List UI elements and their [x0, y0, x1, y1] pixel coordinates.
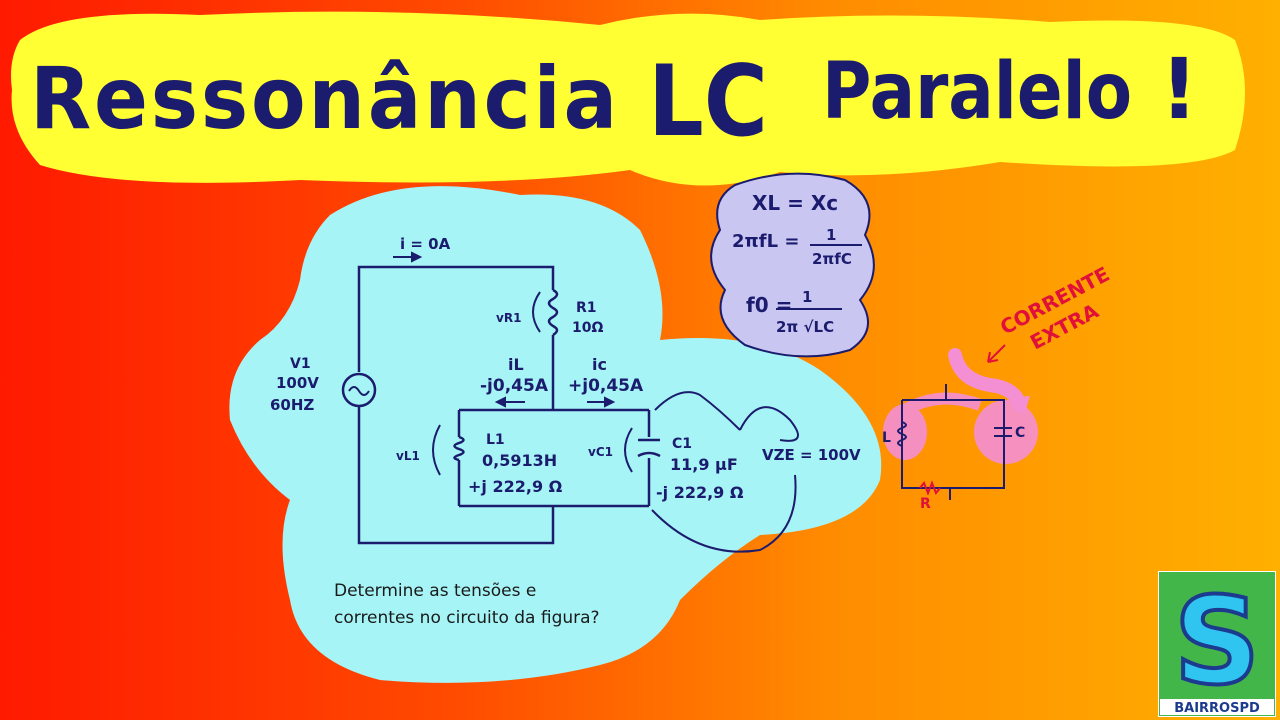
extra-label-l: L: [882, 430, 891, 446]
formula-cloud: [710, 172, 875, 358]
label-source-freq: 60HZ: [270, 396, 314, 414]
label-c1-reactance: -j 222,9 Ω: [656, 483, 744, 502]
label-il: iL: [508, 355, 524, 374]
label-ic: ic: [592, 355, 607, 374]
label-vr1: vR1: [496, 311, 521, 325]
label-il-value: -j0,45A: [480, 376, 549, 396]
circuit-cloud: [229, 186, 882, 683]
extra-label-c: C: [1015, 425, 1025, 441]
label-vl1: vL1: [396, 449, 420, 463]
extra-resistor-symbol: [919, 480, 941, 496]
ac-source-symbol: [341, 372, 377, 408]
label-r1-name: R1: [576, 300, 597, 316]
vr1-bracket: [532, 291, 541, 333]
current-arrows: [393, 251, 616, 408]
label-current-total: i = 0A: [400, 235, 451, 253]
channel-logo: S BAIRROSPD: [1157, 570, 1277, 718]
capacitor-c1-symbol: [637, 438, 661, 458]
formula-line3-left: f0 =: [746, 293, 792, 317]
inductor-l1-symbol: [453, 435, 465, 462]
label-vc1: vC1: [588, 445, 613, 459]
vc1-bracket: [624, 427, 633, 473]
label-l1-value: 0,5913H: [482, 451, 557, 470]
logo-graphic: S BAIRROSPD: [1157, 570, 1277, 718]
label-ic-value: +j0,45A: [568, 376, 644, 396]
logo-text: BAIRROSPD: [1174, 701, 1260, 716]
vze-arrow-bottom: [651, 474, 797, 553]
label-vze: VZE = 100V: [762, 446, 861, 464]
title-bubble: [11, 11, 1245, 186]
formula-line2-left: 2πfL =: [732, 231, 799, 252]
vze-arrow-top: [654, 391, 741, 431]
circuit-wires: [357, 265, 651, 545]
formula-line2-num: 1: [826, 226, 836, 244]
title-lc: LC: [648, 45, 768, 159]
resistor-r1-symbol: [547, 288, 559, 337]
title-ressonancia: Ressonância: [30, 49, 620, 149]
question-text: Determine as tensões e correntes no circ…: [334, 578, 674, 632]
label-l1-name: L1: [486, 432, 505, 448]
extra-label-r: R: [920, 496, 931, 512]
title-exclamation: !: [1160, 40, 1198, 138]
title-paralelo: Paralelo: [822, 47, 1132, 137]
label-c1-value: 11,9 µF: [670, 455, 738, 474]
question-line1: Determine as tensões e: [334, 581, 537, 601]
extra-inductor-symbol: [897, 421, 907, 447]
label-source-name: V1: [290, 356, 311, 372]
extra-pink-lobes: [883, 392, 1038, 464]
question-line2: correntes no circuito da figura?: [334, 608, 600, 628]
label-c1-name: C1: [672, 436, 692, 452]
vze-arrow-loop: [739, 406, 799, 442]
formula-line2-den: 2πfC: [812, 250, 852, 268]
label-l1-reactance: +j 222,9 Ω: [468, 477, 563, 496]
formula-line3-den: 2π √LC: [776, 318, 834, 336]
formula-line3-num: 1: [802, 288, 812, 306]
label-source-voltage: 100V: [276, 374, 319, 392]
extra-circuit-wires: [901, 384, 1005, 500]
vl1-bracket: [432, 424, 441, 476]
extra-label-arrow: [987, 344, 1006, 363]
extra-capacitor-symbol: [994, 427, 1012, 437]
formula-line1: XL = Xc: [752, 191, 838, 215]
label-r1-value: 10Ω: [572, 320, 603, 336]
logo-letter: S: [1174, 573, 1260, 712]
